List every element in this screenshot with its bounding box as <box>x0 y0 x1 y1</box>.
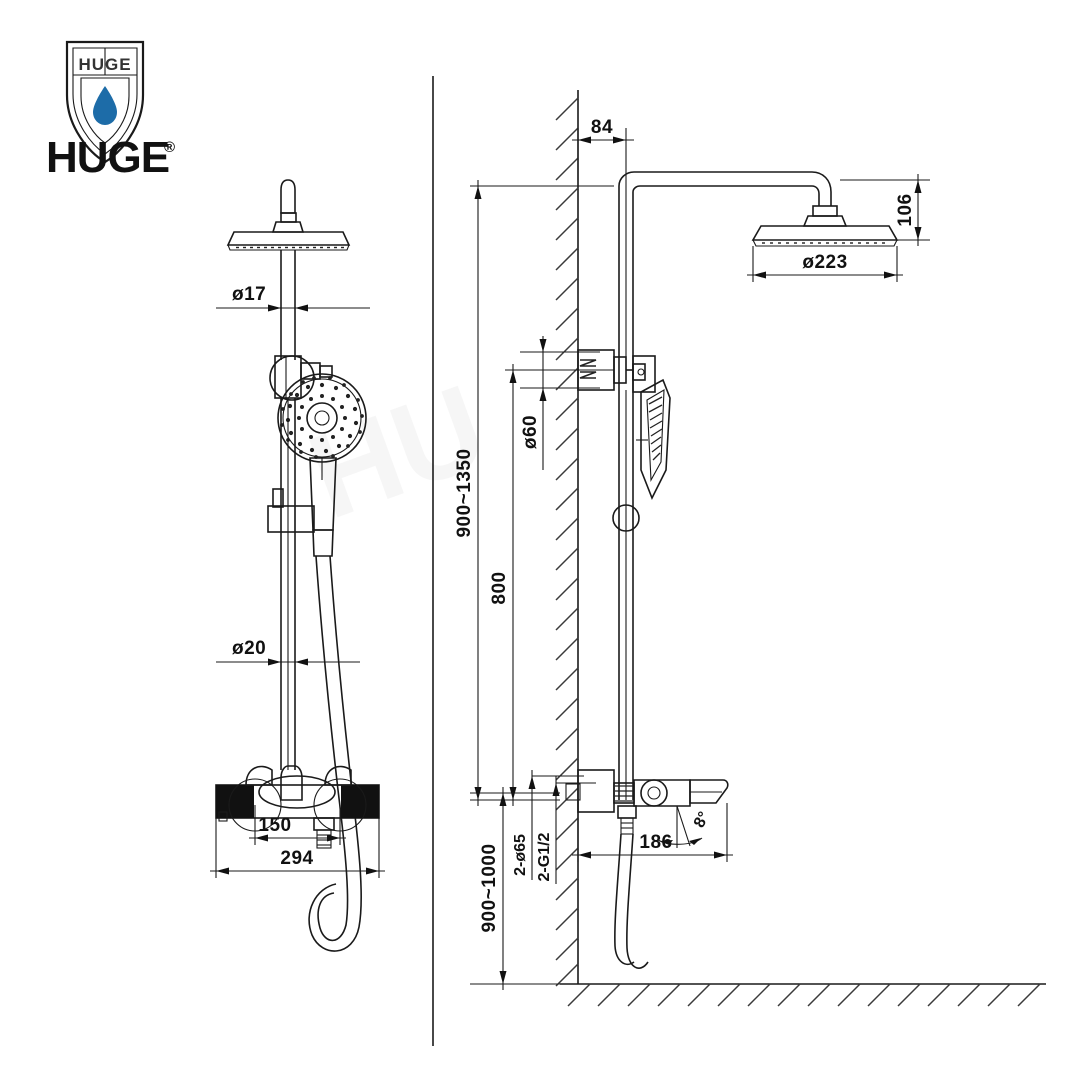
dim-bracket-diameter: ø60 <box>520 336 600 470</box>
side-view: 84 106 ø223 <box>454 90 1046 1007</box>
mixer-inlet-thread-hatch <box>615 785 633 802</box>
dim-label-106: 106 <box>895 193 916 226</box>
dim-arm-projection: 84 <box>572 117 634 186</box>
side-riser-bar <box>618 370 634 800</box>
dim-riser-upper-diameter: ø17 <box>216 284 370 312</box>
hand-shower-spray-holes <box>280 376 364 459</box>
front-riser-upper <box>280 250 296 360</box>
dim-label-294: 294 <box>280 848 313 869</box>
dim-label-2-d65: 2-ø65 <box>512 834 529 876</box>
side-slider-ring <box>612 504 640 532</box>
dim-label-d223: ø223 <box>802 252 847 273</box>
floor <box>560 983 1046 1007</box>
wall-hatching <box>555 97 579 987</box>
dim-label-84: 84 <box>591 117 613 138</box>
side-rain-shower-head <box>751 205 899 247</box>
shield-label: HUGE <box>78 55 131 74</box>
dim-label-186: 186 <box>639 832 672 853</box>
dim-label-d60: ø60 <box>520 415 541 449</box>
side-mixer-body <box>565 769 729 835</box>
dim-spout-angle: 8° <box>657 805 713 848</box>
front-view: ø17 <box>210 179 385 952</box>
wall <box>555 90 579 987</box>
dim-label-900-1000: 900~1000 <box>479 843 500 932</box>
side-hand-shower-face-hatch <box>648 396 663 461</box>
dim-head-diameter: ø223 <box>747 246 903 282</box>
front-rain-shower-head <box>226 179 351 251</box>
dim-riser-adjust-range: 900~1350 <box>454 180 614 806</box>
dim-label-d20: ø20 <box>232 638 266 659</box>
side-shower-arm <box>618 171 832 370</box>
dim-inlet-thread: 2-G1/2 <box>536 776 596 884</box>
floor-hatching <box>567 983 1041 1007</box>
dim-label-150: 150 <box>258 815 291 836</box>
side-hand-shower <box>632 355 671 500</box>
dim-mixer-body-width: 294 <box>210 818 385 878</box>
registered-trademark-mark: ® <box>164 139 175 156</box>
side-shower-hose <box>614 833 649 969</box>
shield-with-water-drop-icon: HUGE <box>65 40 145 164</box>
front-riser-lower <box>280 398 296 770</box>
dim-label-800: 800 <box>489 571 510 604</box>
dim-label-8deg: 8° <box>691 809 713 830</box>
dim-label-900-1350: 900~1350 <box>454 448 475 537</box>
brand-logo: HUGE HUGE ® <box>46 40 175 182</box>
dim-riser-lower-diameter: ø20 <box>216 638 360 666</box>
front-shower-hose <box>308 555 362 952</box>
dim-mixer-mounting-height: 900~1000 <box>470 787 560 990</box>
dim-handle-center-distance: 150 <box>249 805 346 845</box>
brand-wordmark: HUGE <box>46 133 169 182</box>
dim-wall-flange-holes: 2-ø65 <box>512 770 584 880</box>
dim-label-d17: ø17 <box>232 284 266 305</box>
dim-head-height: 106 <box>840 174 930 246</box>
bracket-thread-hatch <box>579 359 597 379</box>
dim-spout-projection: 186 <box>572 803 733 862</box>
water-drop-icon <box>93 86 117 125</box>
dim-label-2-g12: 2-G1/2 <box>536 832 553 881</box>
front-slider-bracket <box>267 488 315 533</box>
front-mixer-body <box>215 765 380 849</box>
